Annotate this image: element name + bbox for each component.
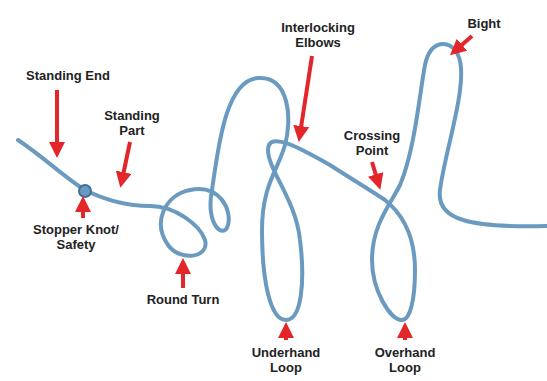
part-label: Overhand Loop (365, 345, 445, 375)
part-label: Standing End (13, 68, 123, 83)
part-label: Bight (459, 16, 509, 31)
part-label: Round Turn (133, 292, 233, 307)
pointer-arrow (284, 330, 288, 340)
part-label: Standing Part (100, 108, 164, 138)
rope (18, 44, 547, 320)
part-label: Crossing Point (337, 128, 407, 158)
pointer-arrow (403, 330, 407, 340)
part-label: Stopper Knot/ Safety (26, 222, 126, 252)
pointer-arrow (181, 266, 185, 288)
stopper-knot (79, 185, 91, 197)
pointer-arrow (300, 56, 312, 134)
pointer-arrow (456, 36, 472, 50)
pointer-arrow (122, 142, 130, 180)
part-label: Underhand Loop (241, 345, 331, 375)
pointer-arrow (81, 204, 85, 218)
pointer-arrow (55, 90, 59, 150)
pointer-arrow (372, 162, 378, 182)
part-label: Interlocking Elbows (270, 20, 366, 50)
